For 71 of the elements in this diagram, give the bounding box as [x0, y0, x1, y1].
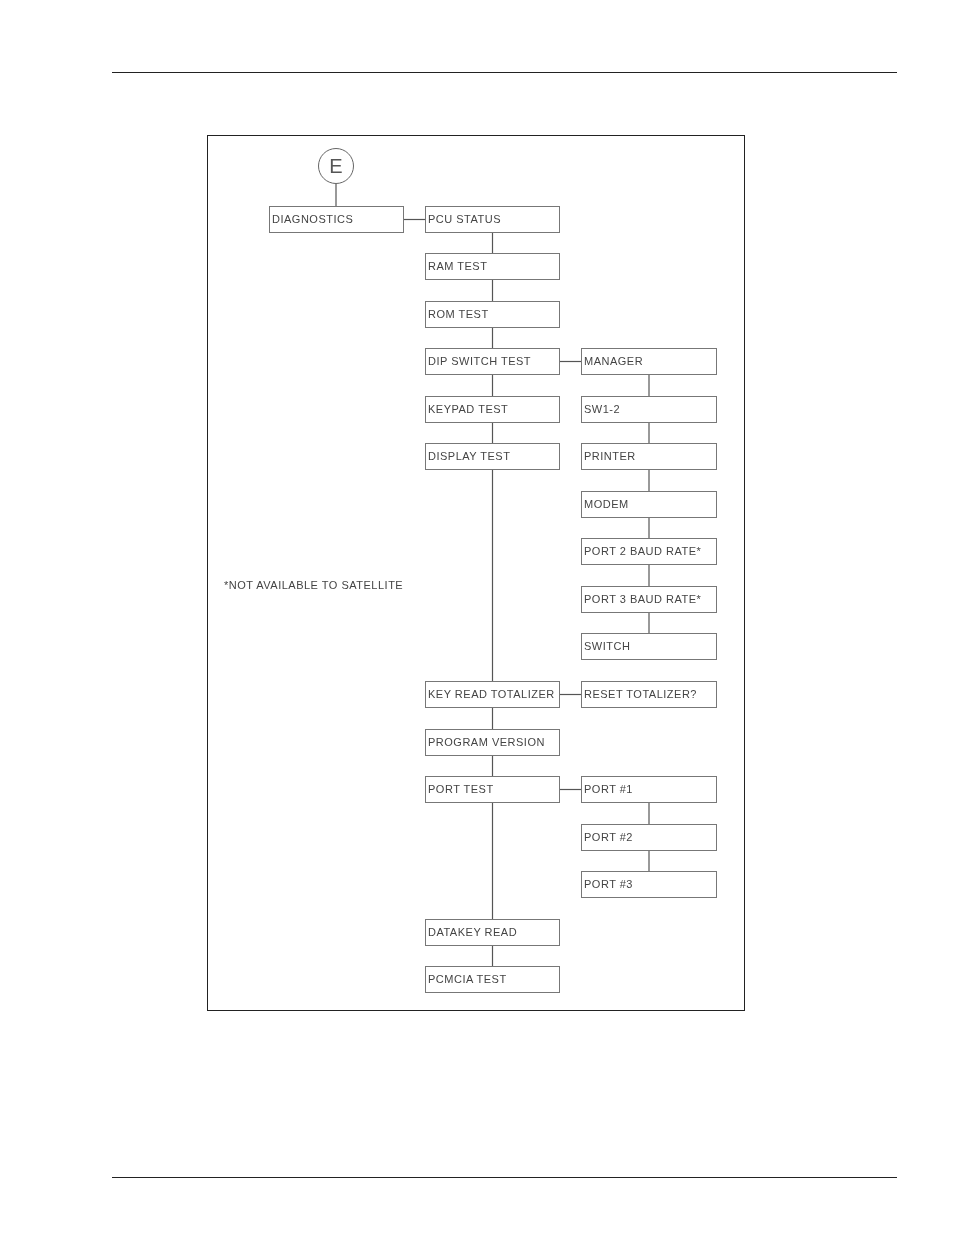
menu-box — [425, 776, 560, 803]
box-label: PRINTER — [584, 449, 636, 465]
connector-line — [559, 693, 582, 696]
connector-line — [559, 788, 582, 791]
connector-line — [559, 360, 582, 363]
menu-box — [581, 633, 717, 660]
menu-box — [581, 824, 717, 851]
box-label: PORT #2 — [584, 830, 633, 846]
connector-line — [335, 183, 337, 207]
connector-line — [648, 564, 650, 587]
connector-line — [648, 612, 650, 634]
menu-box — [425, 206, 560, 233]
box-label: PCMCIA TEST — [428, 972, 507, 988]
connector-line — [648, 422, 650, 444]
box-label: E — [329, 154, 343, 179]
menu-box — [581, 538, 717, 565]
connector-line — [491, 707, 494, 730]
menu-box — [425, 966, 560, 993]
connector-line — [648, 802, 650, 825]
connector-line — [491, 327, 494, 349]
menu-box — [581, 491, 717, 518]
menu-box — [425, 443, 560, 470]
box-label: KEYPAD TEST — [428, 402, 509, 418]
box-label: RAM TEST — [428, 259, 488, 275]
box-label: DISPLAY TEST — [428, 449, 511, 465]
menu-box — [581, 443, 717, 470]
box-label: DIAGNOSTICS — [272, 212, 354, 228]
connector-line — [648, 850, 650, 872]
box-label: PCU STATUS — [428, 212, 502, 228]
connector-line — [491, 279, 494, 302]
menu-box — [581, 776, 717, 803]
box-label: DIP SWITCH TEST — [428, 354, 532, 370]
box-label: PORT 2 BAUD RATE* — [584, 544, 702, 560]
connector-line — [491, 755, 494, 777]
menu-box — [269, 206, 404, 233]
footnote-text: *NOT AVAILABLE TO SATELLITE — [224, 578, 404, 593]
connector-line — [491, 802, 494, 920]
connector-line — [491, 232, 494, 254]
menu-box — [425, 348, 560, 375]
box-label: SWITCH — [584, 639, 631, 655]
menu-box — [581, 871, 717, 898]
connector-line — [491, 374, 494, 397]
box-label: KEY READ TOTALIZER — [428, 687, 555, 703]
menu-box — [425, 301, 560, 328]
menu-box — [425, 681, 560, 708]
box-label: PORT 3 BAUD RATE* — [584, 592, 702, 608]
menu-box — [581, 348, 717, 375]
box-label: RESET TOTALIZER? — [584, 687, 697, 703]
connector-line — [648, 469, 650, 492]
menu-box — [425, 919, 560, 946]
menu-box — [581, 396, 717, 423]
connector-line — [491, 469, 494, 682]
menu-box — [425, 396, 560, 423]
box-label: ROM TEST — [428, 307, 489, 323]
menu-box — [581, 586, 717, 613]
box-label: MODEM — [584, 497, 629, 513]
menu-box — [581, 681, 717, 708]
menu-box — [425, 253, 560, 280]
box-label: PORT #1 — [584, 782, 633, 798]
connector-line — [648, 374, 650, 397]
box-label: DATAKEY READ — [428, 925, 518, 941]
connector-line — [491, 945, 494, 967]
box-label: MANAGER — [584, 354, 644, 370]
connector-line — [491, 422, 494, 444]
menu-box — [425, 729, 560, 756]
box-label: PROGRAM VERSION — [428, 735, 545, 751]
connector-line — [403, 218, 426, 221]
box-label: PORT #3 — [584, 877, 633, 893]
box-label: SW1-2 — [584, 402, 621, 418]
connector-line — [648, 517, 650, 539]
box-label: PORT TEST — [428, 782, 494, 798]
